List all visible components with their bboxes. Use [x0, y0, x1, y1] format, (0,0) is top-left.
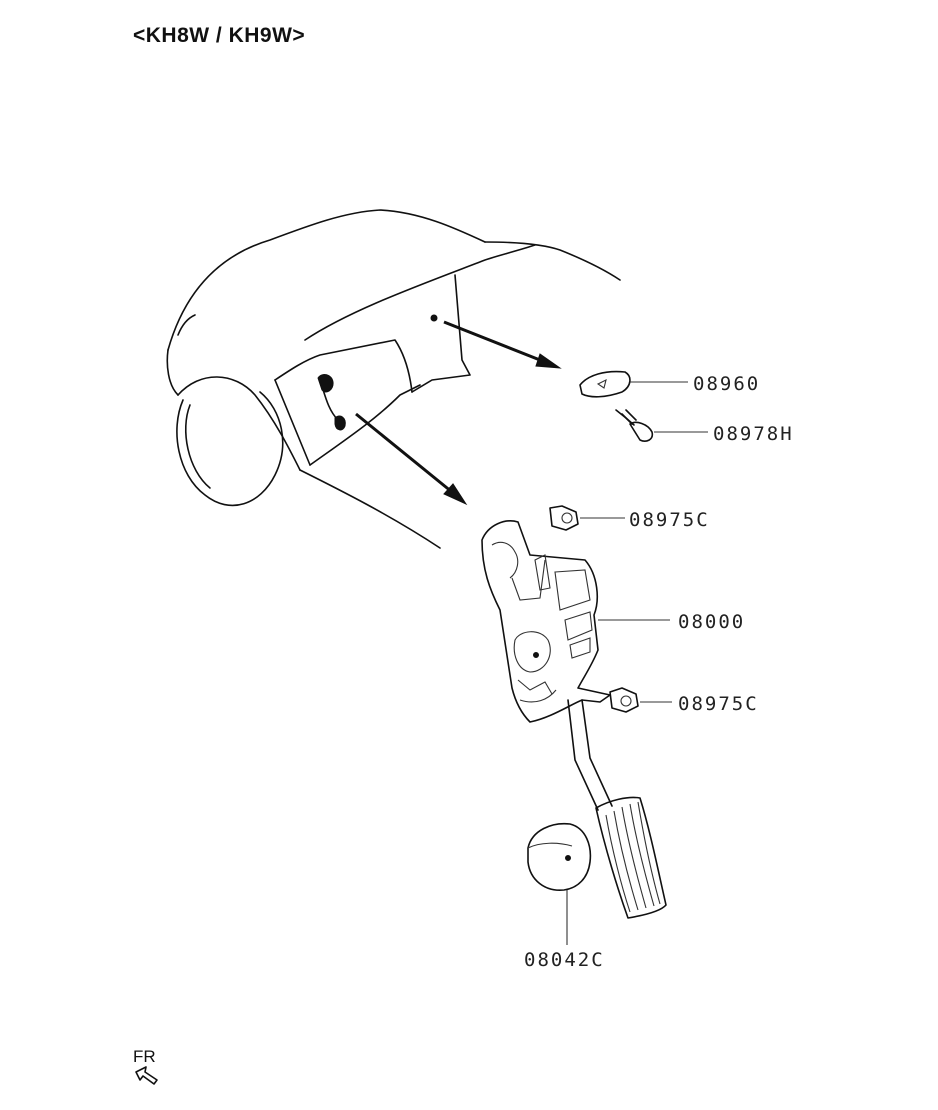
bracket-clip-part — [579, 370, 688, 398]
pedal-stopper-part — [527, 822, 592, 945]
fr-label: FR — [133, 1047, 156, 1066]
part-label-bracket-clip: 08960 — [693, 373, 760, 395]
part-label-nut-lower: 08975C — [678, 693, 759, 715]
pedal-assembly-part — [481, 520, 670, 919]
diagram-title: <KH8W / KH9W> — [133, 24, 306, 47]
nut-upper-part — [549, 505, 625, 531]
stop-switch-part — [615, 409, 708, 442]
front-arrow-icon — [135, 1066, 158, 1085]
nut-lower-part — [609, 687, 672, 713]
part-label-pedal-assy: 08000 — [678, 611, 745, 633]
part-label-stop-switch: 08978H — [713, 423, 794, 445]
orientation-marker: FR — [133, 1047, 158, 1085]
callout-arrows — [355, 320, 562, 506]
part-label-pedal-stopper: 08042C — [524, 949, 605, 971]
part-label-nut-upper: 08975C — [629, 509, 710, 531]
vehicle-outline — [166, 209, 621, 549]
